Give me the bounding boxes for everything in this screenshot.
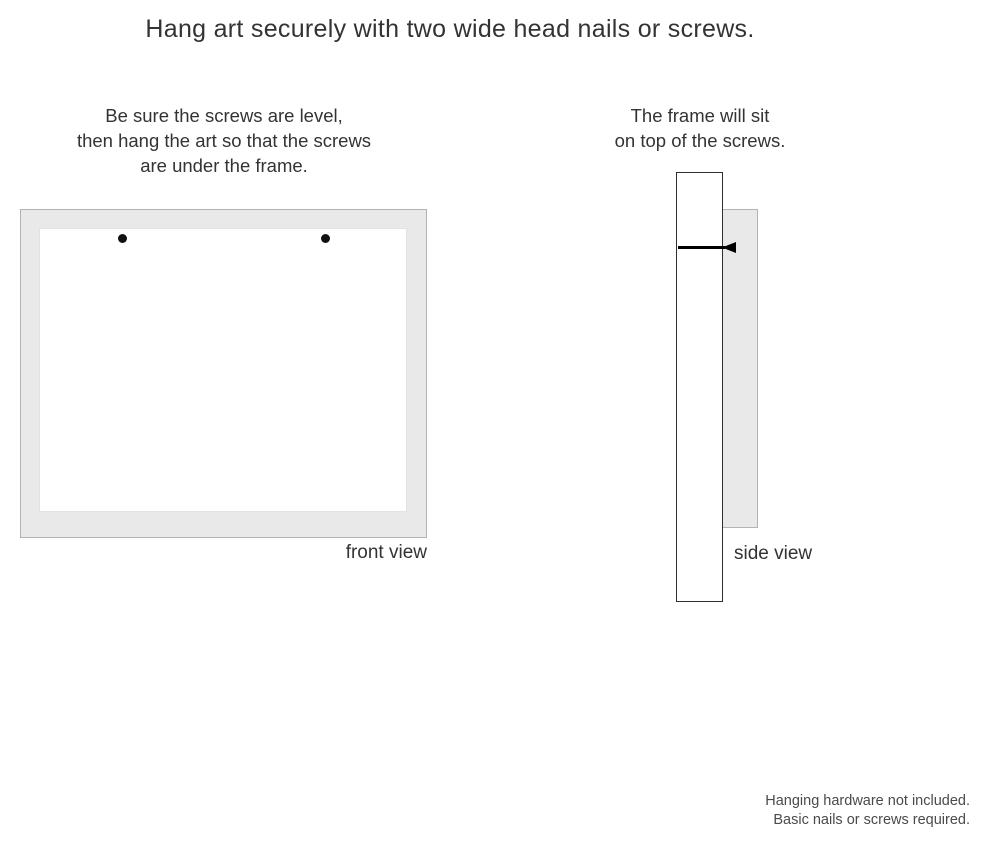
side-view-frame-profile — [722, 209, 758, 528]
instruction-line: Be sure the screws are level, — [105, 105, 343, 126]
screw-dot-right-icon — [321, 234, 330, 243]
instruction-line: The frame will sit — [630, 105, 770, 126]
instruction-line: on top of the screws. — [614, 130, 786, 151]
footnote-line: Hanging hardware not included. — [765, 793, 970, 809]
side-view-instructions: The frame will sit on top of the screws. — [578, 103, 822, 153]
side-view-label: side view — [734, 543, 813, 564]
hardware-footnote: Hanging hardware not included. Basic nai… — [570, 792, 970, 830]
instruction-line: are under the frame. — [140, 155, 308, 176]
instruction-line: then hang the art so that the screws — [76, 130, 372, 151]
screw-dot-left-icon — [118, 234, 127, 243]
nail-side-icon — [678, 242, 736, 253]
page-title: Hang art securely with two wide head nai… — [145, 15, 755, 43]
side-view-wall — [676, 172, 723, 602]
footnote-line: Basic nails or screws required. — [773, 812, 970, 828]
front-view-frame — [20, 209, 427, 538]
front-view-instructions: Be sure the screws are level, then hang … — [20, 103, 428, 178]
front-view-artwork — [39, 228, 407, 512]
front-view-label: front view — [345, 542, 427, 563]
